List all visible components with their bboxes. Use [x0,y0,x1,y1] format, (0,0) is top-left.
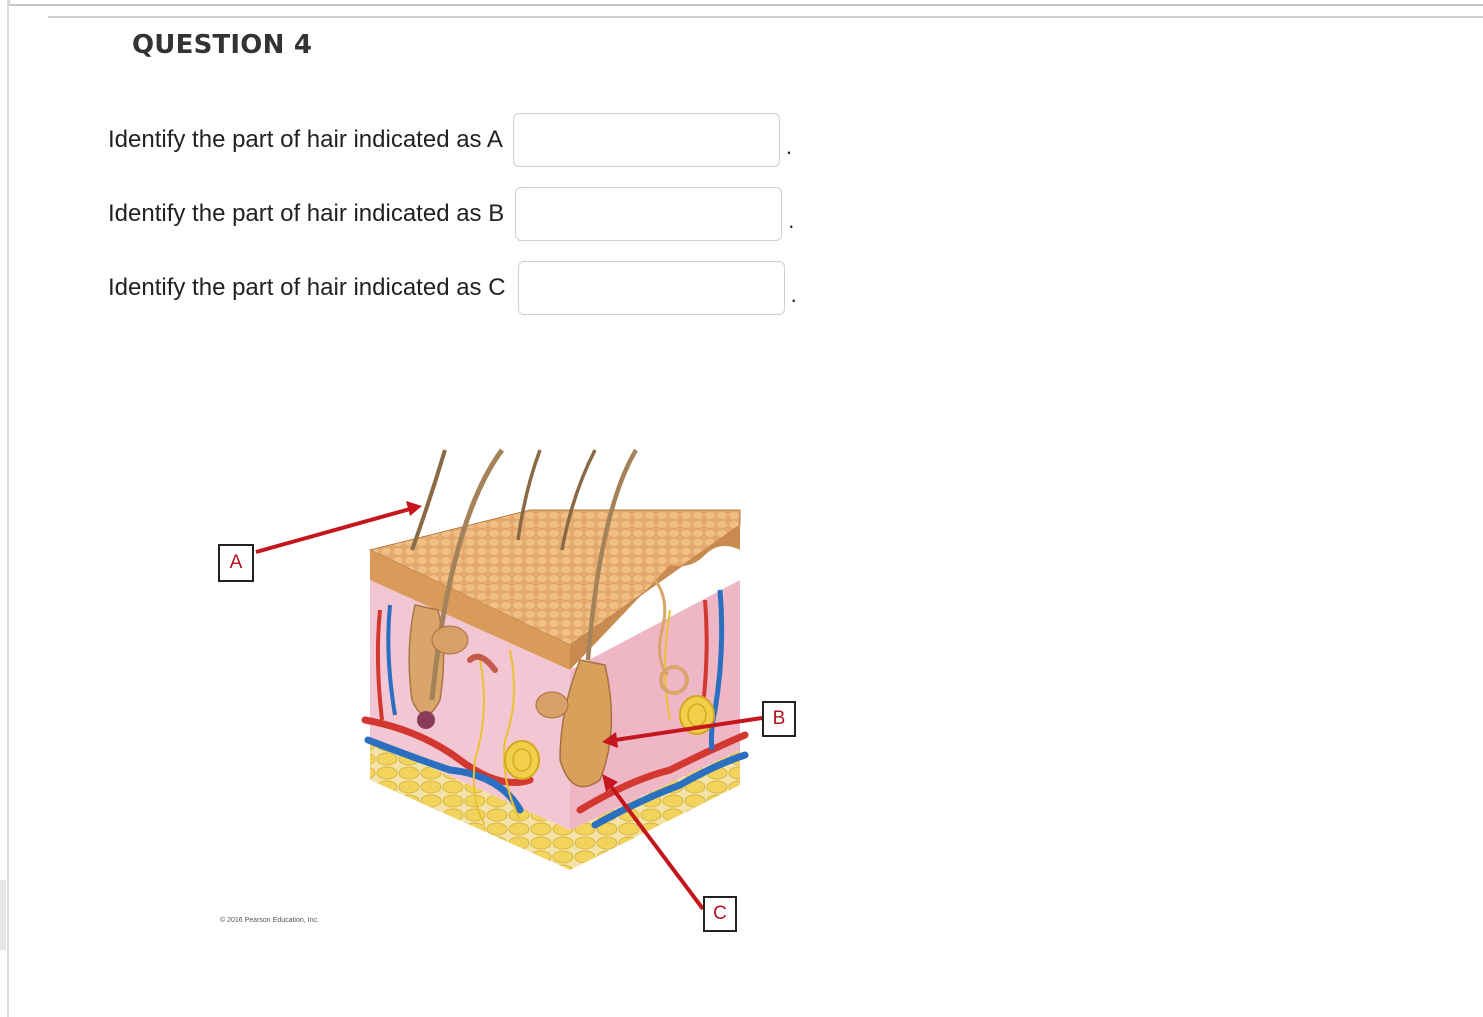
arrow-b-head [602,732,618,748]
vein-front [364,736,524,814]
nerve-3 [664,609,671,721]
callout-label-b: B [762,701,796,737]
skin-cross-section-illustration [255,448,763,911]
prompt-row-b: Identify the part of hair indicated as B… [108,186,794,242]
sweat-gland-coil [659,665,689,695]
hair-shaft-right-1 [560,449,597,551]
nerve-2 [503,649,521,821]
left-border [7,0,9,1017]
epidermis-front-edge [370,550,570,670]
sebaceous-gland-left [431,625,469,655]
artery-left-vertical [375,609,384,721]
hair-shaft-right-2 [585,448,638,661]
lamellar-corpuscle-1 [504,740,540,780]
hypodermis-fat-front [370,740,570,870]
sweat-gland-duct [653,579,670,676]
artery-side [576,731,749,814]
hair-shaft-mid [516,449,542,541]
callout-label-c: C [703,896,737,932]
prompt-row-a: Identify the part of hair indicated as A… [108,112,792,168]
hypodermis-fat-side [570,750,740,870]
vein-left-vertical [386,604,397,716]
top-frame [8,0,1483,6]
arrow-c-line [608,783,705,911]
lamellar-corpuscle-1-inner [512,748,532,772]
dermis-side [570,580,740,830]
copyright-notice: © 2016 Pearson Education, Inc. [220,917,319,924]
arrow-b-line [614,716,763,742]
artery-front [361,716,534,786]
arrow-a-line [255,507,411,554]
epidermis-side-edge [570,525,740,670]
arrow-c-head [602,774,618,792]
answer-input-a[interactable] [512,113,780,167]
prompt-period-c: . [790,282,797,307]
left-edge-shadow [0,880,6,950]
vein-side-vertical [708,589,725,751]
vein-side [591,751,749,829]
prompt-label-c: Identify the part of hair indicated as C [108,274,506,301]
answer-input-c[interactable] [517,261,785,315]
arrector-pili-muscle [467,653,498,673]
skin-hair-diagram [200,430,840,950]
nerve-1 [472,659,486,826]
prompt-period-b: . [788,208,795,233]
prompt-label-b: Identify the part of hair indicated as B [108,200,505,227]
question-divider [48,16,1483,18]
question-title: QUESTION 4 [132,30,313,60]
prompt-period-a: . [785,134,793,159]
prompt-row-c: Identify the part of hair indicated as C… [108,260,797,316]
callout-label-a: A [218,544,254,582]
arrow-a-head [406,501,422,516]
hair-shaft-a [410,449,447,551]
prompt-label-a: Identify the part of hair indicated as A [108,126,503,153]
hair-bulb-left [417,711,435,729]
sebaceous-gland-center [535,691,569,719]
answer-input-b[interactable] [515,187,783,241]
hair-shaft-long [429,448,505,701]
